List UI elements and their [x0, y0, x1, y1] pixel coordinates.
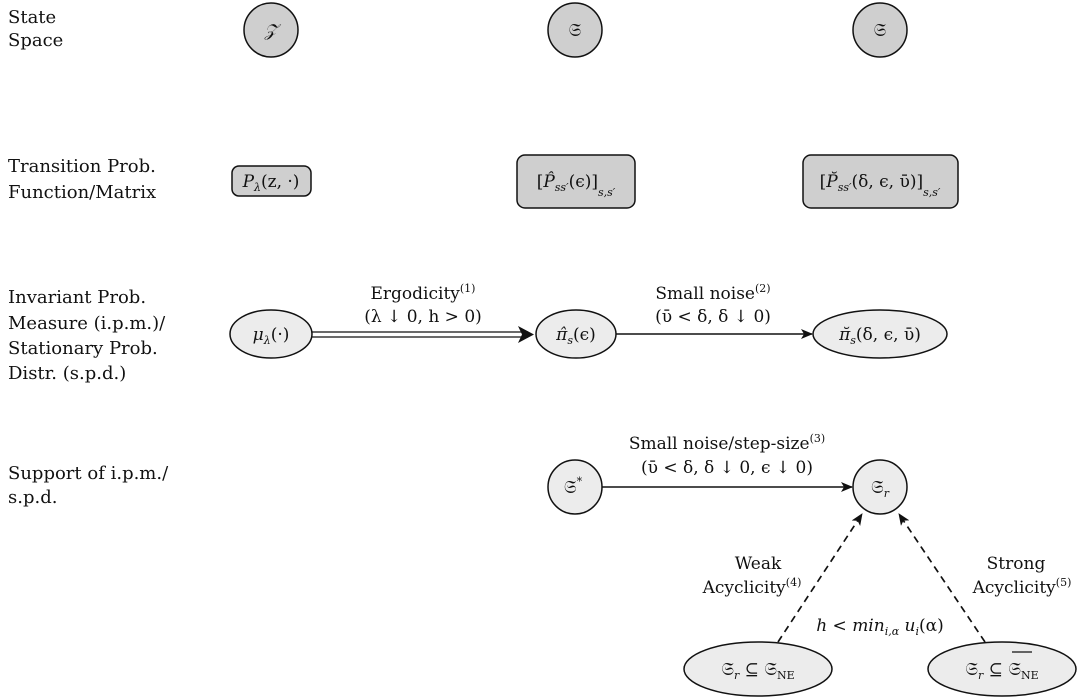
svg-text:(λ ↓ 0, h > 0): (λ ↓ 0, h > 0) [364, 307, 482, 327]
svg-text:Measure (i.p.m.)/: Measure (i.p.m.)/ [8, 313, 166, 334]
node-s-star: 𝔖* [547, 459, 603, 515]
node-pi-hat: π̂s(ϵ) [535, 309, 617, 359]
svg-text:s.p.d.: s.p.d. [8, 487, 57, 508]
row-label-state-space: State Space [8, 7, 63, 51]
svg-text:Invariant Prob.: Invariant Prob. [8, 287, 146, 308]
svg-text:(ῡ < δ, δ ↓ 0): (ῡ < δ, δ ↓ 0) [655, 307, 771, 327]
svg-text:μλ(·): μλ(·) [253, 325, 290, 347]
edge-weak-acyclicity [777, 513, 863, 643]
node-trans-p-breve: [P̆ss′(δ, ϵ, ῡ)]s,s′ [802, 154, 959, 209]
svg-text:𝔖r ⊆ 𝔖NE: 𝔖r ⊆ 𝔖NE [965, 659, 1038, 682]
node-pi-breve: π̆s(δ, ϵ, ῡ) [812, 309, 948, 359]
node-state-s1: 𝔖 [547, 2, 603, 58]
svg-text:𝔖: 𝔖 [874, 20, 887, 41]
svg-text:Space: Space [8, 30, 63, 51]
node-mu-lambda: μλ(·) [229, 309, 313, 359]
edge-label-ergodicity: Ergodicity(1) (λ ↓ 0, h > 0) [364, 282, 482, 327]
svg-text:Ergodicity(1): Ergodicity(1) [371, 282, 476, 304]
svg-text:(ῡ < δ, δ ↓ 0, ϵ ↓ 0): (ῡ < δ, δ ↓ 0, ϵ ↓ 0) [641, 458, 813, 478]
edge-label-weak-acyclicity: Weak Acyclicity(4) [702, 554, 802, 598]
svg-text:[P̂ss′(ϵ)]s,s′: [P̂ss′(ϵ)]s,s′ [537, 172, 616, 199]
edge-label-small-noise: Small noise(2) (ῡ < δ, δ ↓ 0) [655, 282, 771, 327]
edge-label-strong-acyclicity: Strong Acyclicity(5) [972, 554, 1072, 598]
svg-text:Support of i.p.m./: Support of i.p.m./ [8, 463, 169, 484]
node-state-s2: 𝔖 [852, 2, 908, 58]
svg-text:𝔖r: 𝔖r [871, 477, 890, 500]
node-s-r-subset-ne: 𝔖r ⊆ 𝔖NE [683, 641, 833, 697]
svg-text:𝔖: 𝔖 [569, 20, 582, 41]
h-condition-label: h < mini,α ui(α) [816, 616, 944, 638]
node-state-z: 𝒵 [243, 2, 299, 58]
svg-text:Small noise/step-size(3): Small noise/step-size(3) [629, 432, 825, 454]
svg-text:π̂s(ϵ): π̂s(ϵ) [555, 325, 596, 347]
svg-text:𝔖r ⊆ 𝔖NE: 𝔖r ⊆ 𝔖NE [721, 659, 794, 682]
row-label-invariant: Invariant Prob. Measure (i.p.m.)/ Statio… [8, 287, 166, 384]
edge-strong-acyclicity [898, 513, 986, 643]
node-trans-p-hat: [P̂ss′(ϵ)]s,s′ [516, 154, 636, 209]
svg-text:π̆s(δ, ϵ, ῡ): π̆s(δ, ϵ, ῡ) [838, 325, 921, 347]
svg-text:Transition Prob.: Transition Prob. [8, 156, 156, 177]
edge-ergodicity [312, 326, 534, 343]
svg-text:𝒵: 𝒵 [264, 21, 282, 41]
svg-text:Stationary Prob.: Stationary Prob. [8, 338, 158, 359]
svg-text:Pλ(z, ·): Pλ(z, ·) [242, 172, 300, 194]
svg-text:Small noise(2): Small noise(2) [655, 282, 770, 304]
svg-text:Acyclicity(5): Acyclicity(5) [972, 576, 1072, 598]
svg-text:𝔖*: 𝔖* [564, 475, 583, 498]
row-label-transition: Transition Prob. Function/Matrix [8, 156, 156, 203]
svg-text:Strong: Strong [987, 554, 1046, 574]
svg-text:Distr. (s.p.d.): Distr. (s.p.d.) [8, 363, 126, 384]
svg-text:Function/Matrix: Function/Matrix [8, 182, 156, 203]
svg-text:Acyclicity(4): Acyclicity(4) [702, 576, 802, 598]
node-trans-p-lambda: Pλ(z, ·) [231, 165, 312, 197]
svg-text:h < mini,α ui(α): h < mini,α ui(α) [816, 616, 944, 638]
row-label-support: Support of i.p.m./ s.p.d. [8, 463, 169, 508]
svg-text:Weak: Weak [735, 554, 782, 574]
svg-text:State: State [8, 7, 56, 28]
edge-label-small-noise-step: Small noise/step-size(3) (ῡ < δ, δ ↓ 0, … [629, 432, 825, 478]
svg-text:[P̆ss′(δ, ϵ, ῡ)]s,s′: [P̆ss′(δ, ϵ, ῡ)]s,s′ [820, 172, 941, 199]
node-s-r-subset-ne-bar: 𝔖r ⊆ 𝔖NE [927, 641, 1077, 697]
node-s-r: 𝔖r [852, 459, 908, 515]
